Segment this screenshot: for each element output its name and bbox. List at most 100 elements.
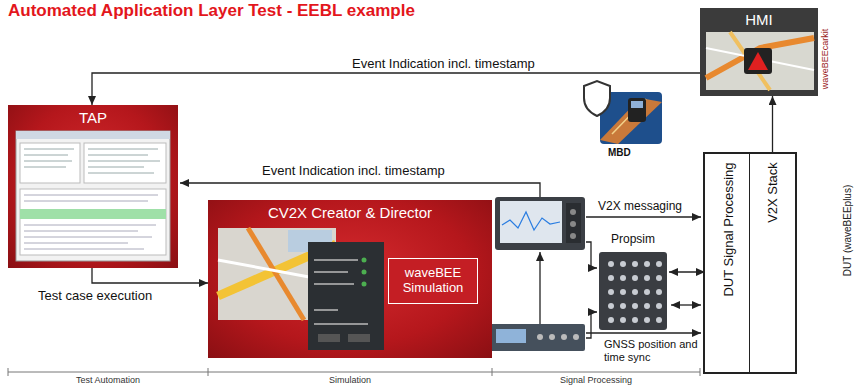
signal-label: GNSS position and time sync <box>604 338 700 364</box>
section-label: Signal Processing <box>492 375 700 385</box>
propsim-unit-part-part <box>644 275 650 281</box>
propsim-unit-part-part <box>620 261 626 267</box>
hmi-screen-part <box>748 52 768 70</box>
simulation-box: CV2X Creator & DirectorwaveBEE Simulatio… <box>208 200 492 358</box>
tap-screenshot-part <box>20 209 166 219</box>
footer-rule-part <box>8 372 700 373</box>
edge-label: Event Indication incl. timestamp <box>352 56 535 71</box>
simulation-screenshot-part <box>362 282 367 287</box>
signal-analyzer-part <box>570 233 576 239</box>
simulation-module: waveBEE Simulation <box>388 258 478 304</box>
propsim-unit-part-part <box>656 275 662 281</box>
propsim-unit-part-part <box>608 303 614 309</box>
footer-rule <box>8 368 700 376</box>
signal-wires-part <box>539 252 540 324</box>
propsim-unit-part-part <box>620 275 626 281</box>
footer-rule-part <box>8 368 700 376</box>
connector <box>92 73 700 105</box>
signal-label: Event Indication incl. timestamp <box>262 163 445 178</box>
propsim-unit-part-part <box>620 317 626 323</box>
propsim-unit-part-part <box>644 261 650 267</box>
section-label: Simulation <box>208 375 492 385</box>
signal-analyzer-part <box>502 212 560 230</box>
propsim-unit-part-part <box>632 289 638 295</box>
propsim-unit-part-part <box>620 289 626 295</box>
signal-generator-part <box>561 334 567 340</box>
box-title: TAP <box>8 105 178 126</box>
signal-wires-part <box>586 242 597 268</box>
signal-analyzer-part <box>495 197 585 250</box>
signal-analyzer-part <box>570 209 576 215</box>
hmi-screen-part <box>706 38 814 78</box>
signal-generator-part <box>573 334 579 340</box>
signal-generator-part <box>496 329 526 343</box>
propsim-unit-part-part <box>632 261 638 267</box>
hmi-screen-part <box>818 8 832 96</box>
section-label: Test Automation <box>8 375 208 385</box>
signal-wires-part <box>180 183 540 197</box>
signal-wires-part <box>586 312 597 338</box>
propsim-unit-part-part <box>620 303 626 309</box>
signal-generator-part <box>537 334 543 340</box>
simulation-screenshot-part <box>308 242 384 350</box>
propsim-unit-part-part <box>632 317 638 323</box>
hmi-box: HMIwaveBEEcarkit <box>700 8 832 96</box>
signal-label: V2X messaging <box>598 199 682 213</box>
propsim-unit-part-part <box>656 303 662 309</box>
connector <box>772 96 773 154</box>
propsim-unit-part-part <box>632 303 638 309</box>
edge-label: Test case execution <box>38 288 152 303</box>
signal-analyzer-part <box>570 221 576 227</box>
signal-analyzer-part <box>566 203 581 243</box>
mbd-icon-part <box>612 99 646 134</box>
propsim-unit-part-part <box>656 261 662 267</box>
simulation-screenshot-part <box>318 334 340 342</box>
diagram-title: Automated Application Layer Test - EEBL … <box>8 1 415 21</box>
mbd-icon <box>584 81 662 144</box>
mbd-icon-part <box>628 98 646 122</box>
hmi-screen-part <box>706 32 814 90</box>
tap-screenshot-part <box>16 131 170 139</box>
propsim-unit <box>597 232 669 332</box>
simulation-screenshot-part <box>362 270 367 275</box>
connector <box>92 268 208 283</box>
icon-label: MBD <box>608 147 631 158</box>
dut-layer: DUT Signal Processing <box>705 154 750 372</box>
module-label: waveBEE Simulation <box>392 266 474 296</box>
layer-label: DUT Signal Processing <box>720 162 735 296</box>
propsim-box: Propsim <box>597 232 669 332</box>
signal-wires-part <box>586 216 701 217</box>
dut-layer: V2X Stack <box>750 154 795 372</box>
propsim-unit-part-part <box>632 275 638 281</box>
signal-generator <box>490 324 585 351</box>
signal-analyzer-part <box>500 201 562 243</box>
propsim-unit-part-part <box>644 303 650 309</box>
tap-screenshot-part <box>16 131 170 261</box>
connector <box>669 271 705 272</box>
tap-screenshot <box>8 105 178 268</box>
device-name: DUT (waveBEEplus) <box>842 184 853 276</box>
hmi-screen-part <box>744 48 772 74</box>
propsim-unit-part-part <box>644 317 650 323</box>
signal-analyzer <box>495 197 585 250</box>
tap-box: TAP <box>8 105 178 268</box>
box-title: HMI <box>700 8 818 28</box>
propsim-unit-part <box>608 261 662 323</box>
propsim-unit-part-part <box>656 317 662 323</box>
signal-wires-part <box>586 332 701 333</box>
simulation-screenshot-part <box>348 334 370 342</box>
device-name: waveBEEcarkit <box>820 28 830 89</box>
layer-label: V2X Stack <box>765 162 780 223</box>
tap-screenshot-part <box>24 149 160 173</box>
tap-screenshot-part <box>24 195 158 249</box>
propsim-unit-part-part <box>608 289 614 295</box>
signal-generator-part <box>490 324 585 351</box>
propsim-unit-part-part <box>608 317 614 323</box>
propsim-unit-part-part <box>608 261 614 267</box>
dut-box: DUT (waveBEEplus)DUT Signal ProcessingV2… <box>703 152 797 374</box>
propsim-unit-part-part <box>644 289 650 295</box>
mbd-icon-part <box>584 81 610 116</box>
signal-generator-part <box>549 334 555 340</box>
propsim-unit-part <box>599 252 667 330</box>
